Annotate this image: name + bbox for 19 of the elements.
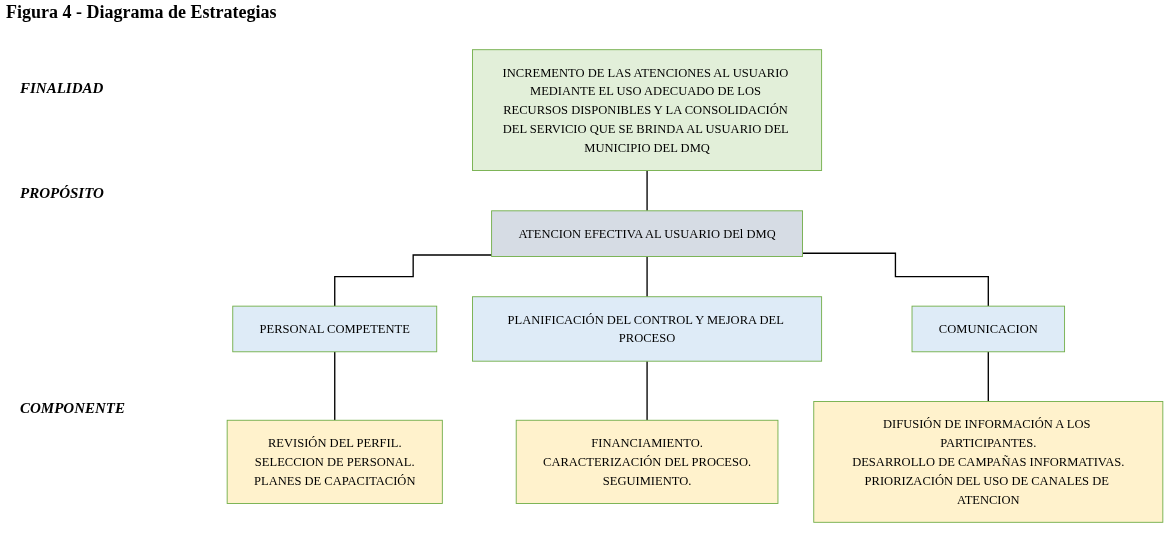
node-box: DIFUSIÓN DE INFORMACIÓN A LOS PARTICIPANTES. DESARROLLO DE CAMPAÑAS INFORMATIVAS. PRIORIZACIÓN DEL USO DE CANALES DE ATENCION [813,401,1164,523]
figure-title: Figura 4 - Diagrama de Estrategias [6,2,277,23]
level-label: COMPONENTE [20,400,126,417]
connector [801,252,989,307]
node-box: FINANCIAMIENTO. CARACTERIZACIÓN DEL PROCESO. SEGUIMIENTO. [515,419,779,504]
level-label: PROPÓSITO [20,185,105,202]
node-box: PERSONAL COMPETENTE [232,305,438,353]
connector [646,255,648,298]
connector [334,351,336,421]
connector [987,351,989,403]
node-box: REVISIÓN DEL PERFIL. SELECCION DE PERSONAL. PLANES DE CAPACITACIÓN [226,419,443,504]
connector [334,254,493,307]
connector [646,169,648,212]
level-label: FINALIDAD [20,80,105,97]
node-box: INCREMENTO DE LAS ATENCIONES AL USUARIO MEDIANTE EL USO ADECUADO DE LOS RECURSOS DISPONIBLES Y LA CONSOLIDACIÓN DEL SERVICIO QUE SE BRINDA AL USUARIO DEL MUNICIPIO DEL DMQ [472,49,823,171]
node-box: PLANIFICACIÓN DEL CONTROL Y MEJORA DEL PROCESO [472,296,823,362]
node-box: ATENCION EFECTIVA AL USUARIO DEl DMQ [491,210,803,257]
node-box: COMUNICACION [911,305,1066,353]
connector [646,360,648,421]
